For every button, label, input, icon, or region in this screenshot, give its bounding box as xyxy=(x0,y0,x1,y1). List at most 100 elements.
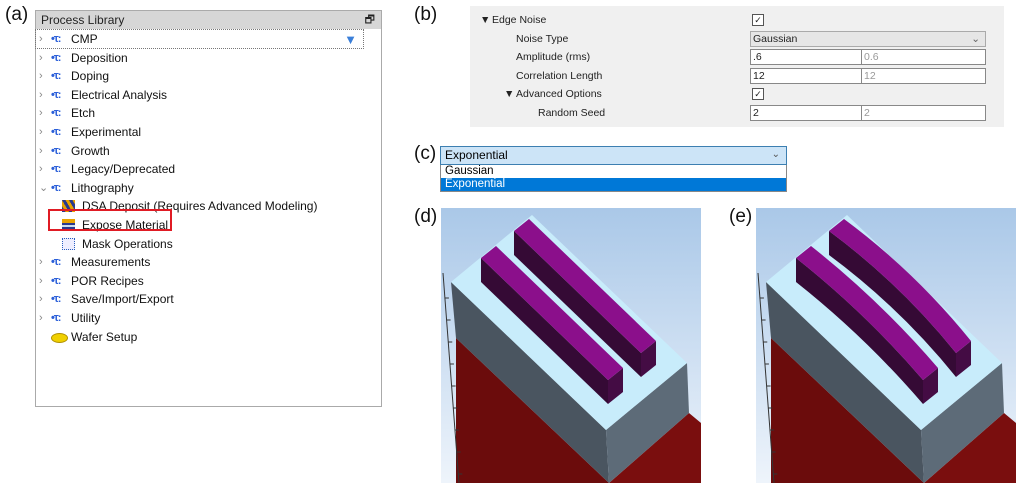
axis-ruler xyxy=(442,272,460,483)
chevron-right-icon[interactable]: › xyxy=(39,293,43,306)
panel-label-b: (b) xyxy=(414,4,438,25)
correlation-length-label: Correlation Length xyxy=(516,70,603,82)
noise-type-label: Noise Type xyxy=(516,33,569,45)
chevron-right-icon[interactable]: › xyxy=(39,312,43,324)
tree-item-label: Measurements xyxy=(71,255,151,270)
edge-noise-properties: ▼ Edge Noise ✓ Noise Type Gaussian ⌄ Ampl… xyxy=(470,6,1004,127)
dropdown-option-gaussian[interactable]: Gaussian xyxy=(440,165,787,178)
edge-noise-checkbox[interactable]: ✓ xyxy=(752,14,764,26)
line-side-face xyxy=(796,258,923,404)
line-top-face xyxy=(796,246,938,380)
tree-item-label: Deposition xyxy=(71,50,128,65)
tree-item-label: Doping xyxy=(71,69,110,84)
chevron-right-icon[interactable]: › xyxy=(39,51,43,64)
tree-item-label: POR Recipes xyxy=(71,273,144,288)
tree-item-label: Wafer Setup xyxy=(71,329,138,344)
amplitude-input[interactable]: .6 xyxy=(750,49,862,65)
process-group-icon: •τ: xyxy=(51,312,61,324)
noise-type-select[interactable]: Gaussian ⌄ xyxy=(750,31,986,47)
axis-ruler xyxy=(757,272,775,483)
correlation-length-input[interactable]: 12 xyxy=(750,68,862,84)
tree-item-label: Expose Material xyxy=(82,218,169,232)
restore-window-icon[interactable]: 🗗 xyxy=(364,14,375,26)
random-seed-default: 2 xyxy=(861,105,986,121)
tree-item-label: Electrical Analysis xyxy=(71,87,168,102)
process-group-icon: •τ: xyxy=(51,144,61,157)
block-right-face xyxy=(921,363,1004,483)
panel-label-d: (d) xyxy=(414,206,438,227)
process-group-icon: •τ: xyxy=(51,274,61,287)
random-seed-label: Random Seed xyxy=(538,107,606,119)
wafer-icon xyxy=(51,332,68,343)
substrate-right-face xyxy=(924,413,1016,483)
collapse-triangle-icon[interactable]: ▼ xyxy=(504,88,515,100)
panel-label-c: (c) xyxy=(414,143,437,164)
chevron-right-icon[interactable]: › xyxy=(39,274,43,287)
panel-label-e: (e) xyxy=(729,206,753,227)
process-group-icon: •τ: xyxy=(51,163,61,176)
line-top-face xyxy=(514,219,656,353)
panel-header: Process Library 🗗 xyxy=(36,11,381,29)
process-group-icon: •τ: xyxy=(51,33,61,45)
tree-item-label: Mask Operations xyxy=(82,236,173,251)
tree-item-label: Experimental xyxy=(71,125,142,139)
line-top-face xyxy=(829,219,971,353)
process-group-icon: •τ: xyxy=(51,51,61,64)
structure-view-smooth xyxy=(441,208,701,483)
tree-item-label: Lithography xyxy=(71,180,134,195)
amplitude-default: 0.6 xyxy=(861,49,986,65)
process-group-icon: •τ: xyxy=(51,181,61,194)
tree-item-label: Utility xyxy=(71,311,101,325)
noise-type-dropdown[interactable]: Exponential ⌄ Gaussian Exponential xyxy=(440,146,787,192)
line-side-face xyxy=(481,258,608,404)
process-group-icon: •τ: xyxy=(51,126,61,138)
block-right-face xyxy=(606,363,689,483)
chevron-down-icon: ⌄ xyxy=(771,149,780,160)
tree-item-label: Save/Import/Export xyxy=(71,292,174,307)
chevron-right-icon[interactable]: › xyxy=(39,144,43,157)
chevron-right-icon[interactable]: › xyxy=(39,33,43,45)
substrate-right-face xyxy=(609,413,701,483)
correlation-length-default: 12 xyxy=(861,68,986,84)
collapse-triangle-icon[interactable]: ▼ xyxy=(480,14,491,26)
chevron-right-icon[interactable]: › xyxy=(39,163,43,176)
panel-label-a: (a) xyxy=(5,4,29,25)
noise-type-value: Gaussian xyxy=(753,33,798,45)
block-left-face xyxy=(766,282,924,483)
dropdown-option-exponential[interactable]: Exponential xyxy=(440,178,787,192)
chevron-right-icon[interactable]: › xyxy=(39,256,43,269)
chevron-right-icon[interactable]: › xyxy=(39,70,43,83)
line-side-face xyxy=(829,231,956,377)
chevron-right-icon[interactable]: › xyxy=(39,88,43,101)
tree-item-label: CMP xyxy=(71,32,98,46)
chevron-down-icon: ⌄ xyxy=(971,33,980,45)
dropdown-selected[interactable]: Exponential ⌄ xyxy=(440,146,787,165)
process-group-icon: •τ: xyxy=(51,256,61,269)
tree-item-label: Legacy/Deprecated xyxy=(71,162,176,177)
chevron-down-icon[interactable]: ⌄ xyxy=(39,181,49,194)
process-group-icon: •τ: xyxy=(51,293,61,306)
process-group-icon: •τ: xyxy=(51,70,61,83)
tree-item[interactable]: › •τ: CMP ▼ xyxy=(35,29,364,49)
tree-item-label: Etch xyxy=(71,106,96,121)
line-top-face xyxy=(481,246,623,380)
advanced-options-label: Advanced Options xyxy=(516,88,602,100)
expose-icon xyxy=(62,219,75,231)
highlight-box xyxy=(48,209,172,231)
chevron-right-icon[interactable]: › xyxy=(39,107,43,120)
process-library-panel: Process Library 🗗 › •τ: CMP ▼ › •τ: Deposition… xyxy=(35,10,382,407)
line-side-face xyxy=(514,231,641,377)
funnel-icon[interactable]: ▼ xyxy=(344,32,357,47)
chevron-right-icon[interactable]: › xyxy=(39,126,43,138)
tree-item-label: Growth xyxy=(71,143,110,158)
edge-noise-label: Edge Noise xyxy=(492,14,547,26)
advanced-options-checkbox[interactable]: ✓ xyxy=(752,88,764,100)
process-group-icon: •τ: xyxy=(51,88,61,101)
process-group-icon: •τ: xyxy=(51,107,61,120)
block-left-face xyxy=(451,282,609,483)
amplitude-label: Amplitude (rms) xyxy=(516,51,591,63)
random-seed-input[interactable]: 2 xyxy=(750,105,862,121)
panel-title: Process Library xyxy=(41,13,125,27)
structure-view-rough xyxy=(756,208,1016,483)
dropdown-value: Exponential xyxy=(445,148,508,162)
